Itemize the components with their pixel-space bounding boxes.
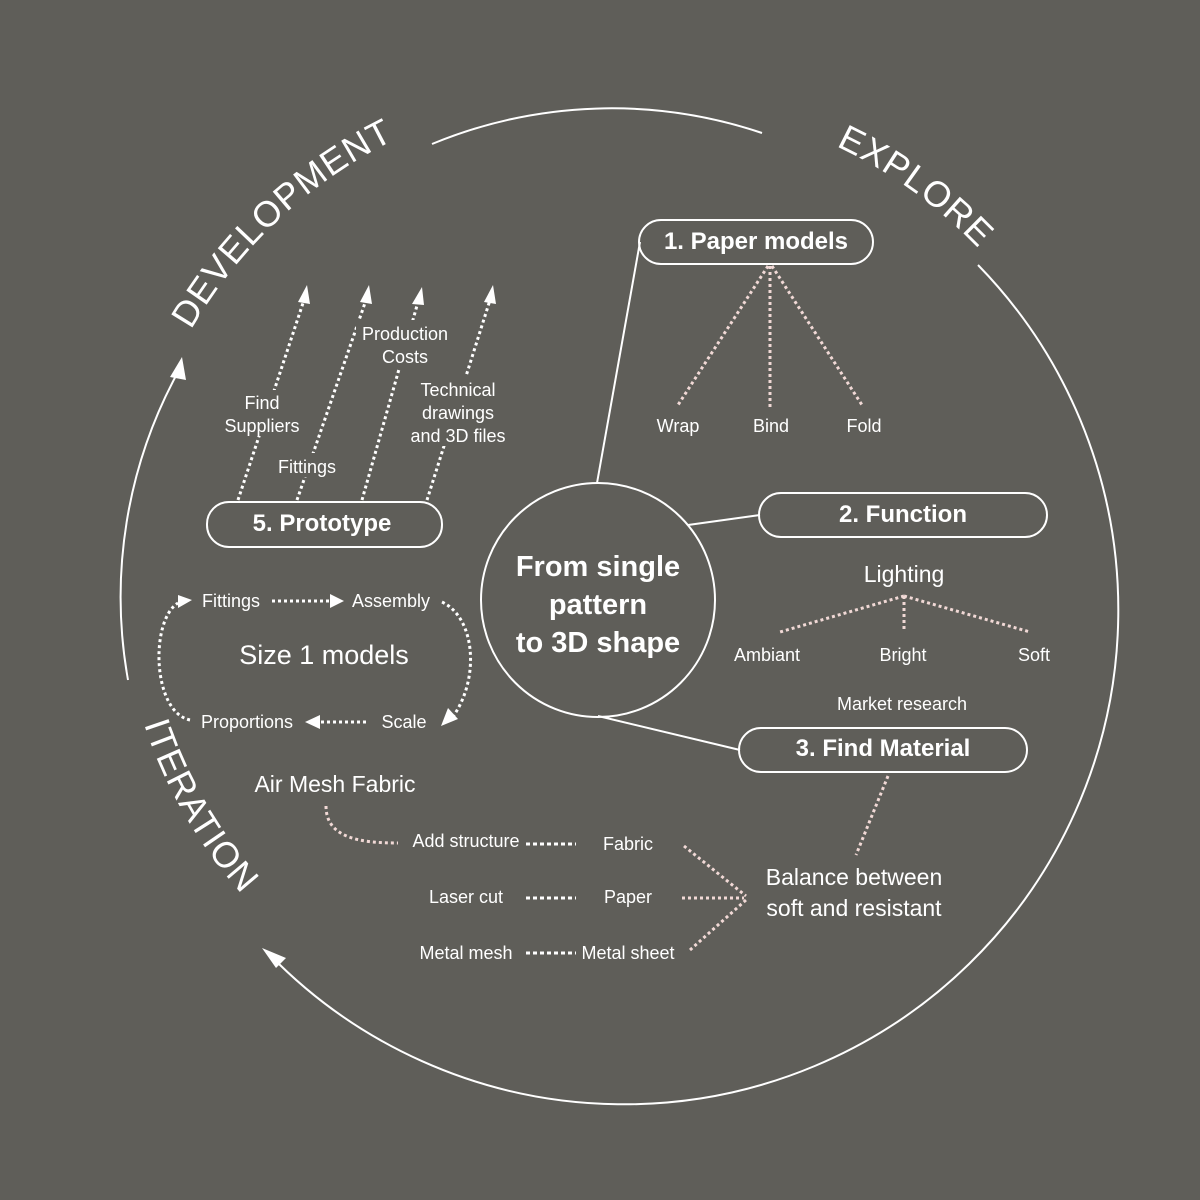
branch-costs-line-1: Production [362,324,448,344]
branch-technical-line-3: and 3D files [410,426,505,446]
cycle-arc-right [269,264,1120,1106]
connector-function [687,514,761,526]
paper-models-option-fold: Fold [846,416,881,436]
arrowhead-fittings-icon [178,595,192,608]
size-step-proportions: Proportions [201,712,293,732]
material-option-fabric: Fabric [603,834,653,854]
cycle-arc-top [431,107,763,145]
material-goal-line-1: Balance between [766,864,942,890]
branch-suppliers-line-2: Suppliers [224,416,299,436]
function-option-bright: Bright [879,645,926,665]
converge-line-fabric [683,844,747,898]
label-backing-technical [404,376,512,446]
loop-assembly-to-scale [441,600,473,719]
branch-costs-line-2: Costs [382,347,428,367]
connector-find-material [597,715,741,751]
label-backing-suppliers [216,390,312,436]
prototype-arrow-costs [360,301,420,501]
find-material-node [738,727,1028,773]
arrowhead-scale-icon [441,708,458,726]
size-step-assembly: Assembly [352,591,430,611]
size-step-fittings: Fittings [202,591,260,611]
arrowhead-assembly-icon [330,594,344,608]
center-title-line-3: to 3D shape [516,627,680,659]
label-backing-fittings [272,453,342,477]
function-option-ambiant: Ambiant [734,645,800,665]
center-title-line-2: pattern [549,589,647,621]
paper-models-title: 1. Paper models [664,228,848,255]
find-material-link-goal [854,775,890,856]
paper-models-option-wrap: Wrap [657,416,700,436]
size-step-scale: Scale [381,712,426,732]
loop-proportions-to-fittings [157,601,191,722]
prototype-title: 5. Prototype [253,510,392,537]
paper-models-branch-wrap [676,265,770,406]
arrowhead-suppliers-icon [298,285,310,304]
explore-label: EXPLORE [832,116,1002,254]
branch-suppliers-line-1: Find [244,393,279,413]
function-node [758,492,1048,538]
function-title: 2. Function [839,501,967,528]
cycle-arc-left [119,371,179,681]
material-option-metal-mesh: Metal mesh [419,943,512,963]
converge-line-metal [689,898,747,952]
prototype-arrow-suppliers [236,299,306,501]
function-subtitle: Lighting [864,561,945,587]
arrowhead-technical-icon [484,285,496,304]
paper-models-node [638,219,874,265]
arrowhead-bottom-left-icon [262,948,286,968]
material-option-laser-cut: Laser cut [429,887,503,907]
arrowhead-left-up-icon [170,357,186,380]
branch-fittings-label: Fittings [278,457,336,477]
material-option-add-structure: Add structure [412,831,519,851]
find-material-title: 3. Find Material [796,735,971,762]
air-mesh-curve [324,805,399,845]
air-mesh-fabric-label: Air Mesh Fabric [254,771,415,797]
material-option-metal-sheet: Metal sheet [581,943,674,963]
branch-technical-line-2: drawings [422,403,494,423]
function-option-soft: Soft [1018,645,1050,665]
arrowhead-proportions-icon [305,715,320,729]
material-goal-line-2: soft and resistant [766,895,942,921]
prototype-node [206,501,443,548]
iteration-label: ITERATION [136,713,267,900]
branch-technical-line-1: Technical [420,380,495,400]
prototype-arrow-fittings [295,299,368,501]
function-branch-ambiant [779,594,905,634]
market-research-note: Market research [837,694,967,714]
paper-models-branch-fold [770,265,864,406]
arrowhead-fittings-up-icon [360,285,372,304]
label-backing-costs [356,320,454,368]
arrowhead-costs-icon [412,287,424,305]
size-models-title: Size 1 models [239,640,409,670]
paper-models-option-bind: Bind [753,416,789,436]
connector-paper-models [596,241,641,484]
center-title-line-1: From single [516,551,680,583]
material-option-paper: Paper [604,887,652,907]
function-branch-soft [903,594,1031,634]
